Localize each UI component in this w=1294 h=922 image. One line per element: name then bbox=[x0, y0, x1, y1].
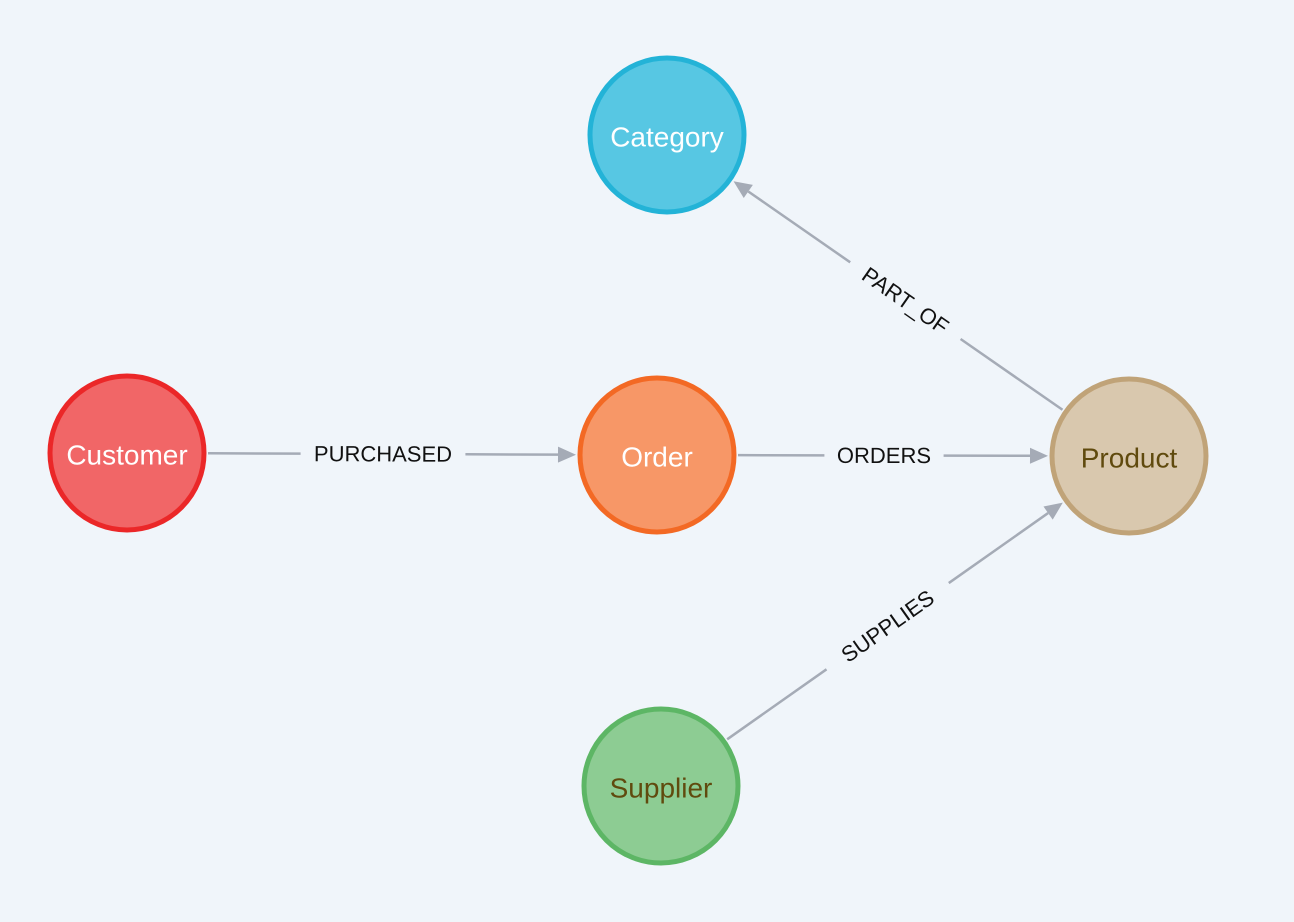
node-category[interactable]: Category bbox=[587, 55, 747, 215]
arrowhead-icon bbox=[1043, 502, 1063, 520]
relationship-part-of[interactable]: PART_OF bbox=[733, 181, 1064, 411]
node-circle[interactable] bbox=[581, 706, 741, 866]
relationship-label: ORDERS bbox=[837, 443, 931, 468]
node-circle[interactable] bbox=[577, 375, 737, 535]
relationship-label: PART_OF bbox=[857, 262, 953, 339]
arrowhead-icon bbox=[733, 181, 753, 199]
node-customer[interactable]: Customer bbox=[47, 373, 207, 533]
relationship-supplies[interactable]: SUPPLIES bbox=[726, 502, 1063, 741]
node-product[interactable]: Product bbox=[1049, 376, 1209, 536]
relationship-orders[interactable]: ORDERS bbox=[737, 443, 1049, 468]
relationship-line-segment[interactable] bbox=[726, 668, 828, 741]
node-circle[interactable] bbox=[1049, 376, 1209, 536]
relationship-line-segment[interactable] bbox=[747, 190, 851, 264]
node-circle[interactable] bbox=[47, 373, 207, 533]
relationship-label: SUPPLIES bbox=[836, 585, 938, 667]
relationship-line-segment[interactable] bbox=[959, 337, 1064, 411]
arrowhead-icon bbox=[557, 446, 577, 463]
relationship-label: PURCHASED bbox=[314, 441, 452, 467]
relationship-line-segment[interactable] bbox=[948, 512, 1049, 585]
node-circle[interactable] bbox=[587, 55, 747, 215]
node-order[interactable]: Order bbox=[577, 375, 737, 535]
relationship-purchased[interactable]: PURCHASED bbox=[207, 441, 577, 467]
node-supplier[interactable]: Supplier bbox=[581, 706, 741, 866]
arrowhead-icon bbox=[1029, 447, 1049, 464]
